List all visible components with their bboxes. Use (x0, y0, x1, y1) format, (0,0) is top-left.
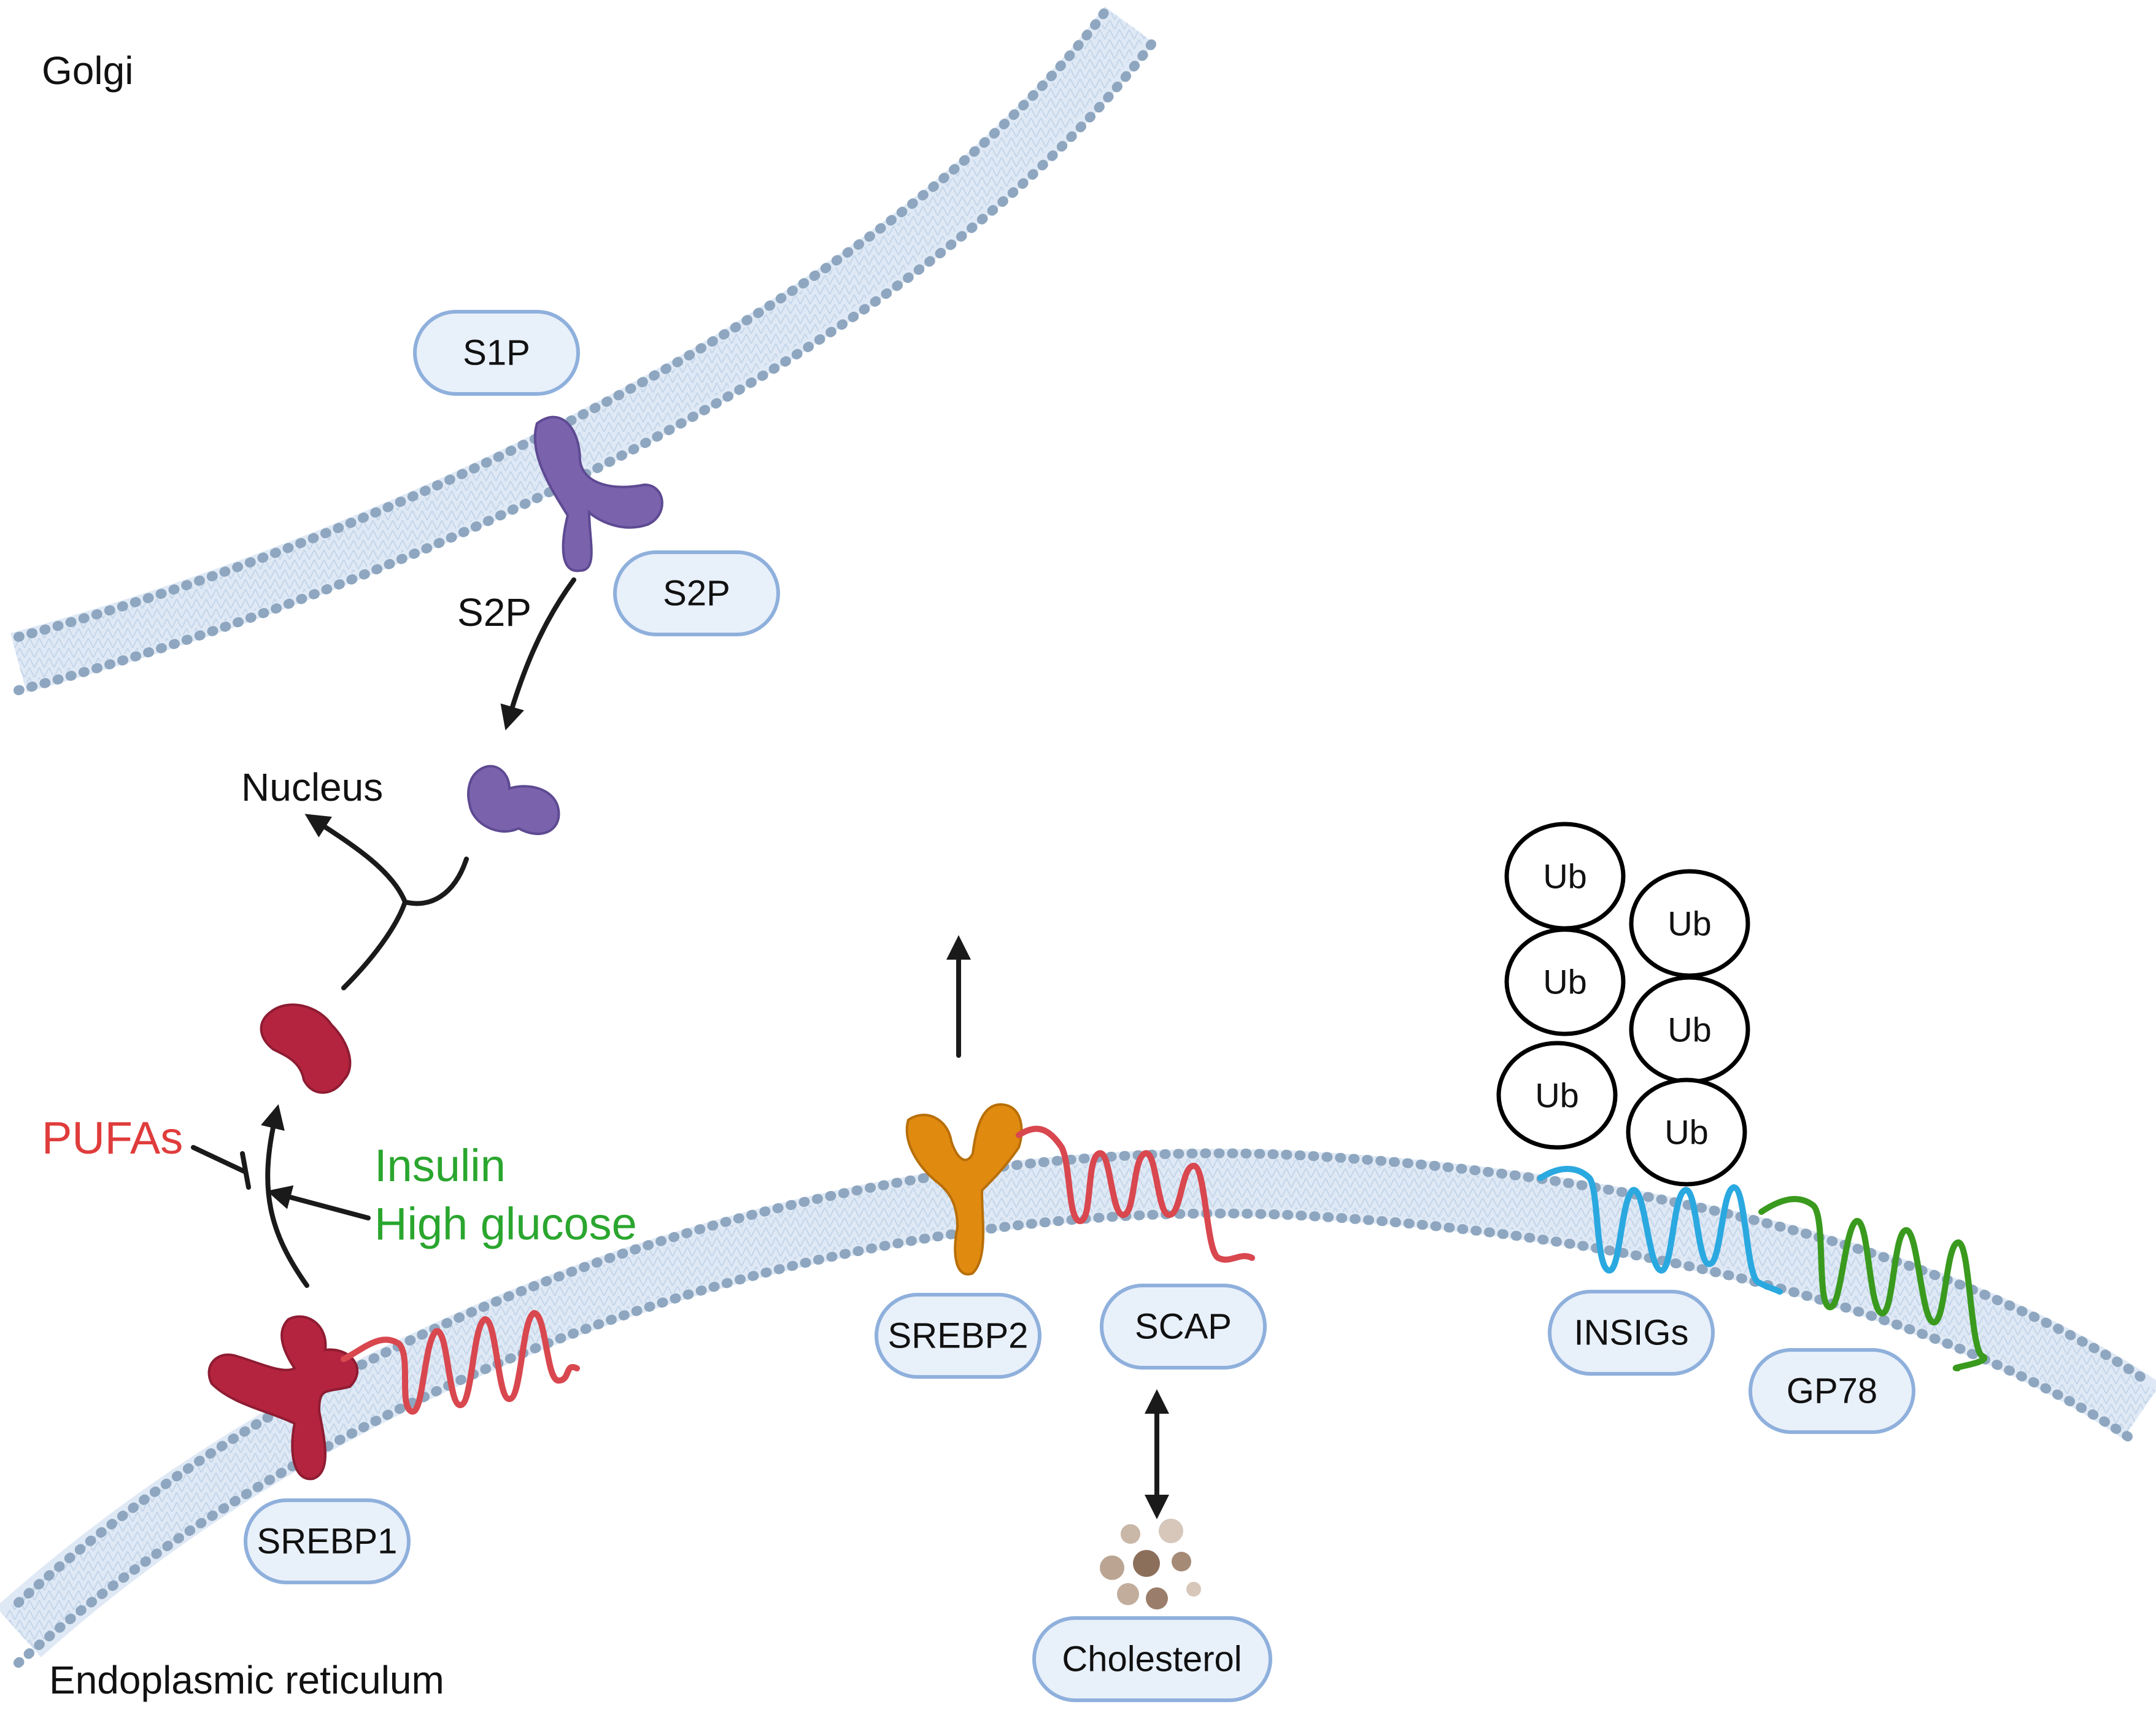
cholesterol-box: Cholesterol (1032, 1616, 1272, 1702)
high-glucose-label: High glucose (374, 1198, 637, 1249)
cleaved-fragment-red (260, 1003, 352, 1094)
insulin-label: Insulin (374, 1140, 506, 1191)
ubiquitin-3: Ub (1504, 927, 1626, 1036)
srebp1-label: SREBP1 (257, 1522, 398, 1562)
pufas-inhibition-bar (240, 1151, 251, 1190)
gp78-box: GP78 (1748, 1348, 1915, 1434)
merge-to-nucleus-curve-right (403, 857, 469, 906)
ubiquitin-5: Ub (1496, 1041, 1618, 1150)
s2p-cleavage-arrow (500, 577, 576, 731)
insigs-helix (1537, 1166, 1783, 1295)
srebp1-protein (207, 1315, 359, 1481)
insigs-label: INSIGs (1574, 1313, 1689, 1353)
cholesterol-particles (1100, 1519, 1201, 1609)
insigs-box: INSIGs (1548, 1290, 1715, 1376)
svg-text:Ub: Ub (1543, 963, 1587, 1001)
svg-text:Ub: Ub (1667, 1011, 1712, 1049)
ubiquitin-1: Ub (1504, 822, 1626, 931)
ubiquitin-6: Ub (1626, 1077, 1747, 1187)
ubiquitin-chain: Ub Ub Ub Ub Ub Ub (1496, 822, 1750, 1187)
srebp2-label: SREBP2 (888, 1316, 1029, 1356)
merge-to-nucleus-curve-left (304, 814, 408, 990)
pufas-label: PUFAs (42, 1112, 183, 1163)
srebp2-protein (905, 1103, 1023, 1276)
protease-complex (533, 415, 663, 572)
ubiquitin-2: Ub (1629, 869, 1750, 978)
svg-text:Ub: Ub (1667, 904, 1712, 943)
s2p-label: S2P (663, 574, 730, 614)
svg-text:Ub: Ub (1664, 1113, 1709, 1152)
scap-label: SCAP (1135, 1307, 1232, 1347)
er-label: Endoplasmic reticulum (49, 1658, 444, 1702)
golgi-membrane (10, 6, 1162, 695)
s2p-box: S2P (613, 550, 780, 636)
pufas-inhibition-line (191, 1145, 248, 1174)
ubiquitin-4: Ub (1629, 975, 1750, 1084)
cleaved-fragment-purple (467, 765, 560, 835)
s2p-arrow-label: S2P (457, 590, 531, 634)
cholesterol-label: Cholesterol (1062, 1640, 1242, 1679)
svg-text:Ub: Ub (1543, 857, 1587, 896)
srebp2-box: SREBP2 (875, 1293, 1041, 1379)
srebp1-scap-helix (341, 1309, 580, 1415)
gp78-label: GP78 (1787, 1371, 1877, 1411)
golgi-label: Golgi (42, 48, 133, 93)
s1p-label: S1P (463, 333, 530, 373)
srebp2-scap-helix (1016, 1125, 1255, 1263)
scap-box: SCAP (1100, 1284, 1267, 1370)
insulin-activation-arrow (266, 1185, 371, 1220)
nucleus-label: Nucleus (241, 765, 383, 809)
srebp1-box: SREBP1 (244, 1498, 411, 1584)
svg-text:Ub: Ub (1535, 1076, 1579, 1115)
gp78-helix (1758, 1196, 1988, 1371)
s1p-box: S1P (413, 310, 580, 396)
